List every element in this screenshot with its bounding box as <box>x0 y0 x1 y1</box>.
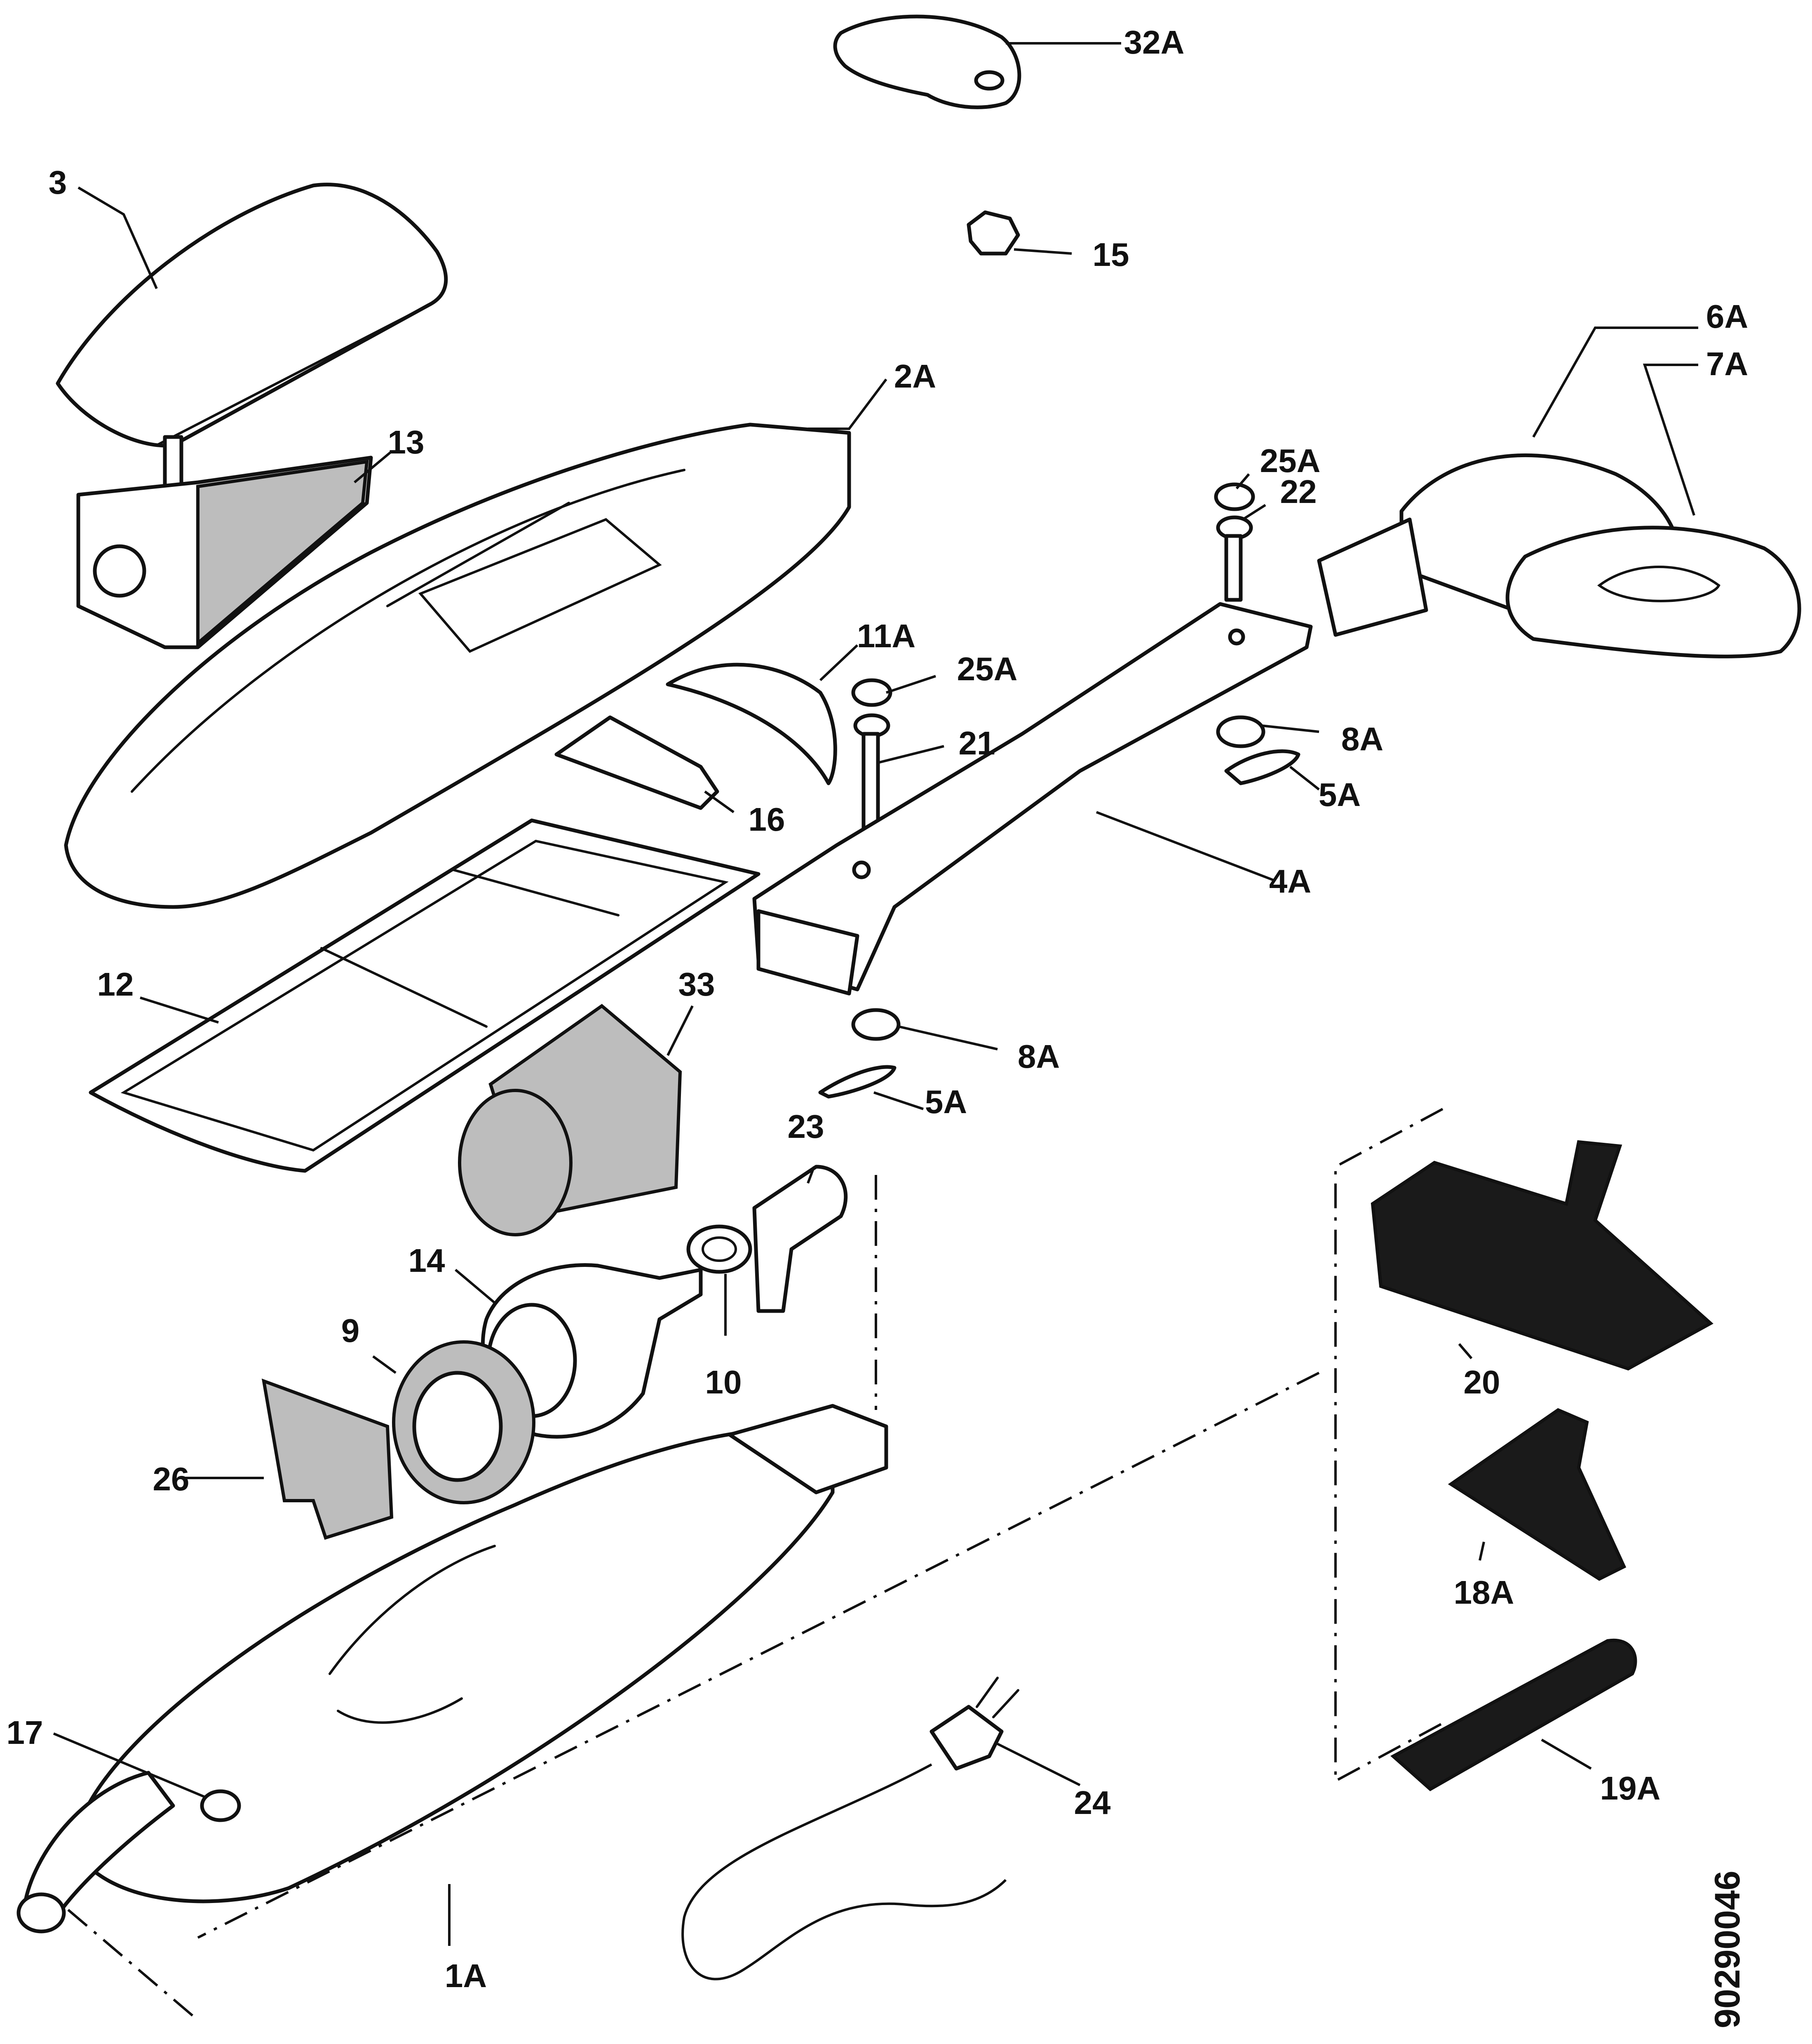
label-9: 9 <box>341 1312 360 1349</box>
part-8a-5a-fasteners <box>818 715 1300 1099</box>
part-13-filter-bag <box>76 456 373 649</box>
label-10: 10 <box>705 1364 742 1400</box>
label-19a: 19A <box>1600 1770 1661 1807</box>
leader-lines <box>53 42 1698 1946</box>
label-12: 12 <box>97 966 134 1003</box>
part-19a-brush-nozzle <box>1390 1638 1637 1791</box>
label-23: 23 <box>788 1108 824 1145</box>
part-9-seal-ring <box>392 1340 535 1504</box>
part-33-cylinder-filter <box>458 1003 682 1236</box>
label-6a: 6A <box>1706 298 1748 335</box>
label-20: 20 <box>1464 1364 1500 1400</box>
label-5a-low: 5A <box>925 1083 967 1120</box>
part-labels: 32A 3 15 6A 7A 2A 13 25A 22 11A 25A 21 8… <box>7 24 1749 2028</box>
label-8a-top: 8A <box>1341 721 1383 757</box>
label-17: 17 <box>7 1714 43 1751</box>
label-33: 33 <box>678 966 715 1003</box>
label-22: 22 <box>1280 473 1317 510</box>
label-13: 13 <box>388 424 425 460</box>
label-3: 3 <box>49 164 67 201</box>
part-18a-crevice-nozzle <box>1448 1408 1627 1581</box>
part-23-connector <box>752 1165 848 1313</box>
part-4a-tube <box>752 602 1313 996</box>
part-10-clamp <box>686 1224 752 1274</box>
part-11a-flap <box>666 663 837 785</box>
part-1a-lower-housing <box>16 1404 888 1934</box>
label-25a-top: 25A <box>1260 442 1321 479</box>
label-26: 26 <box>153 1461 190 1497</box>
label-25a-mid: 25A <box>957 651 1018 687</box>
label-1a: 1A <box>445 1957 487 1994</box>
label-24: 24 <box>1074 1784 1111 1821</box>
label-5a-top: 5A <box>1319 776 1361 813</box>
part-2a-upper-housing <box>64 423 851 909</box>
part-32a-top-cover <box>833 14 1021 109</box>
part-12-gasket-frame <box>89 818 760 1173</box>
label-18a: 18A <box>1454 1574 1514 1611</box>
label-16: 16 <box>749 801 785 838</box>
label-2a: 2A <box>894 358 936 395</box>
part-26-filter-plate <box>261 1378 394 1540</box>
part-3-lid <box>56 183 448 493</box>
label-11a: 11A <box>857 618 915 654</box>
part-6a-7a-handle <box>1317 453 1801 658</box>
label-15: 15 <box>1093 236 1129 273</box>
label-32a: 32A <box>1124 24 1185 61</box>
label-4a: 4A <box>1269 863 1311 900</box>
label-21: 21 <box>959 725 995 761</box>
part-17-screw <box>200 1789 241 1822</box>
label-7a: 7A <box>1706 345 1748 382</box>
part-16-switch-holder <box>554 715 719 810</box>
drawing-code: 90290046 <box>1708 1870 1747 2028</box>
part-15-switch <box>967 210 1020 256</box>
label-8a-low: 8A <box>1018 1038 1060 1075</box>
part-24-power-cord <box>681 1677 1019 1981</box>
label-14: 14 <box>408 1242 445 1279</box>
part-20-floor-nozzle <box>1371 1140 1713 1371</box>
part-21-25a-22-screws <box>851 482 1255 835</box>
